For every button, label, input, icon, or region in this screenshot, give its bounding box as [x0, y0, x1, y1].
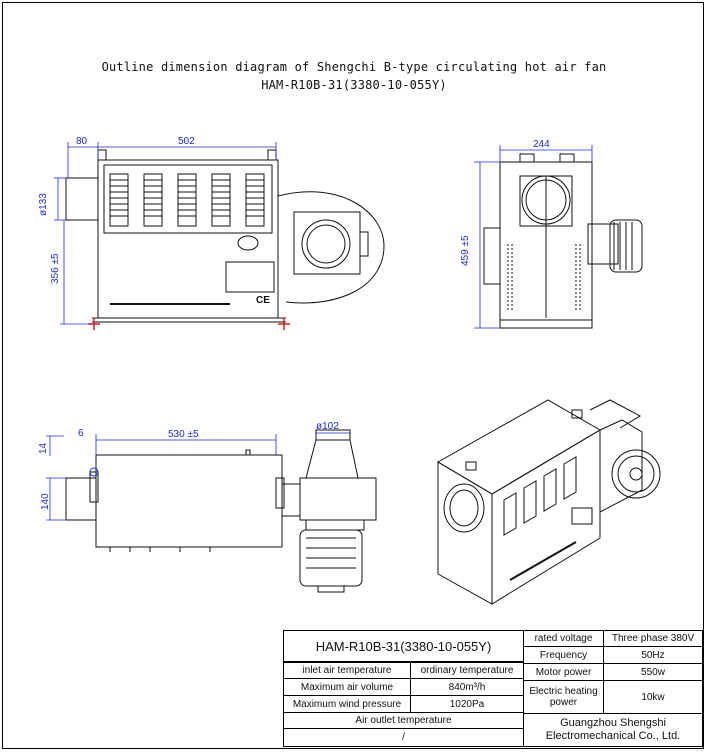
top-terminal-strip: [305, 519, 365, 531]
air-volume-value: 840m³/h: [410, 678, 524, 696]
motor-power-value: 550w: [603, 663, 703, 681]
front-cabinet: [97, 159, 279, 319]
front-handle-left: [97, 149, 107, 161]
side-motor-flange: [587, 223, 619, 265]
inlet-temp-value: ordinary temperature: [410, 662, 524, 679]
side-dimension-lines: [474, 145, 593, 329]
dim-side-459: 459 ±5: [460, 235, 471, 266]
model-title: HAM-R10B-31(3380-10-055Y): [261, 78, 447, 92]
iso-outlet-nozzle: [589, 399, 642, 429]
front-blower-volute: [277, 191, 385, 304]
frequency-value: 50Hz: [603, 646, 703, 664]
dim-front-502: 502: [178, 136, 195, 147]
top-blower: [299, 477, 377, 521]
dim-top-d102: ø102: [316, 421, 339, 432]
ce-mark: CE: [256, 295, 270, 306]
heating-power-value: 10kw: [603, 680, 703, 714]
front-view: [65, 149, 385, 323]
air-volume-label: Maximum air volume: [283, 678, 411, 696]
top-cabinet: [95, 454, 283, 548]
top-view: [65, 429, 377, 593]
top-reference-circle: [89, 467, 99, 477]
model-cell: HAM-R10B-31(3380-10-055Y): [283, 630, 524, 662]
rated-voltage-label: rated voltage: [523, 630, 604, 647]
top-handle-right: [275, 477, 285, 509]
motor-power-label: Motor power: [523, 663, 604, 681]
iso-louvres: [503, 456, 577, 536]
front-louvres: [109, 173, 265, 227]
front-grille-panel: [103, 164, 273, 234]
top-handle-left: [89, 471, 99, 503]
iso-handle-right: [571, 409, 583, 419]
drawing-title: Outline dimension diagram of Shengchi B-…: [101, 60, 607, 74]
iso-inlet: [443, 483, 485, 533]
top-inlet-duct: [65, 477, 97, 521]
front-feet: [88, 318, 290, 330]
front-logo-mark: [237, 235, 259, 251]
front-handle-right: [267, 149, 277, 161]
side-motor: [609, 219, 643, 273]
dim-side-244: 244: [533, 139, 550, 150]
company-name: Guangzhou Shengshi Electromechanical Co.…: [523, 713, 703, 747]
top-outlet-nozzle: [305, 439, 359, 479]
iso-label-strip: [509, 541, 577, 581]
top-dimension-lines: [46, 432, 350, 521]
air-outlet-temp-label: Air outlet temperature: [283, 712, 524, 729]
iso-handle-left: [465, 461, 477, 471]
heating-power-label: Electric heating power: [523, 680, 604, 714]
rated-voltage-value: Three phase 380V: [603, 630, 703, 647]
iso-front-face: [491, 429, 601, 605]
dim-top-6: 6: [78, 428, 84, 439]
front-nameplate: [225, 261, 275, 293]
side-view: [483, 153, 643, 329]
side-blower-stub: [483, 227, 501, 285]
side-louvres: [507, 244, 581, 312]
isometric-view: [437, 399, 661, 605]
iso-motor: [611, 449, 661, 499]
inlet-temp-label: inlet air temperature: [283, 662, 411, 679]
dim-front-d133: ø133: [38, 193, 49, 216]
front-dimension-lines: [54, 142, 277, 325]
spec-table: HAM-R10B-31(3380-10-055Y) inlet air temp…: [283, 630, 703, 747]
dim-top-140: 140: [40, 493, 51, 510]
top-blower-neck: [282, 483, 301, 517]
wind-pressure-label: Maximum wind pressure: [283, 695, 411, 713]
frequency-label: Frequency: [523, 646, 604, 664]
iso-blower: [599, 419, 643, 513]
iso-left-face: [437, 461, 493, 605]
front-inlet-duct: [65, 177, 99, 221]
dim-top-530: 530 ±5: [168, 429, 199, 440]
iso-nameplate: [571, 507, 593, 525]
dim-top-14: 14: [38, 442, 49, 454]
dim-front-356: 356 ±5: [50, 253, 61, 284]
dim-front-80: 80: [76, 136, 88, 147]
air-outlet-temp-value: /: [283, 728, 524, 747]
wind-pressure-value: 1020Pa: [410, 695, 524, 713]
